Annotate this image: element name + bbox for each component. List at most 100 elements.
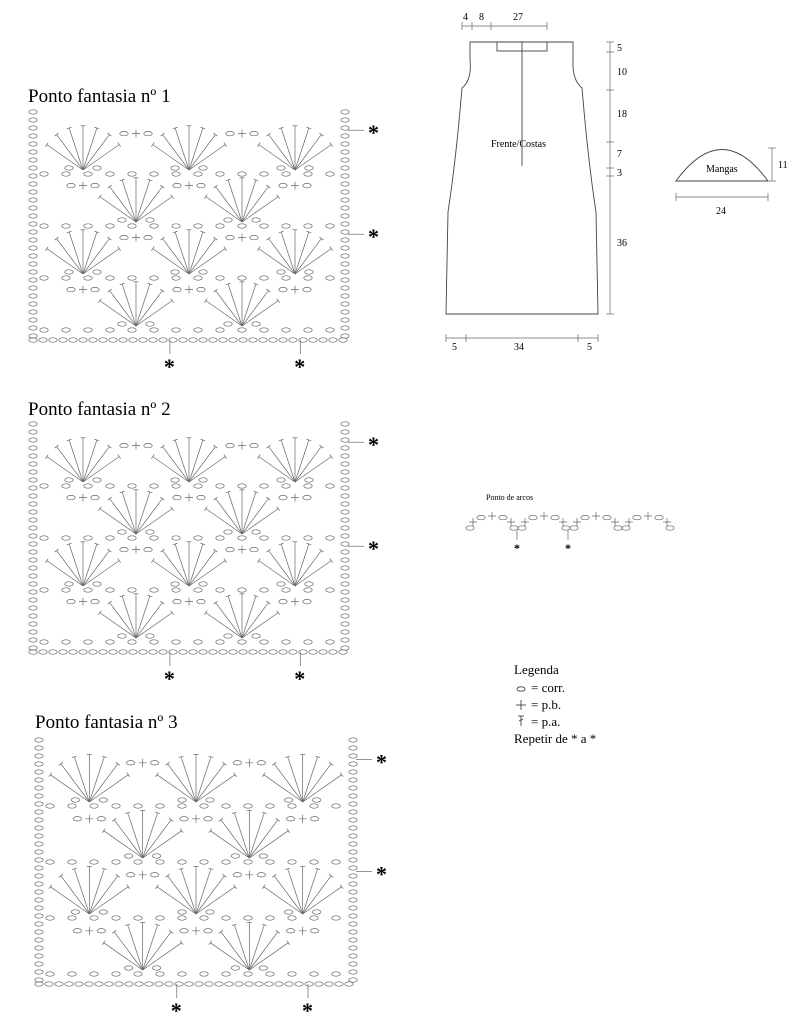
chain-stitch-icon [303,639,313,645]
chain-stitch-icon [340,421,350,427]
chain-stitch-icon [259,275,269,281]
chain-stitch-icon [34,849,44,855]
chain-stitch-icon [348,761,358,767]
single-crochet-icon [132,233,140,242]
chain-stitch-icon [243,859,253,865]
double-crochet-icon [174,127,190,171]
dim-bottom-5-left: 5 [452,342,457,353]
chain-stitch-icon [34,921,44,927]
double-crochet-icon [241,179,257,223]
chain-stitch-icon [98,337,108,343]
stitch-chart-3: **** [34,737,387,1023]
chain-stitch-icon [98,649,108,655]
chain-stitch-icon [303,223,313,229]
single-crochet-icon [291,181,299,190]
chain-stitch-icon [196,495,206,501]
chain-stitch-icon [232,872,242,878]
chain-stitch-icon [348,841,358,847]
chart-2-title: Ponto fantasia nº 2 [28,399,171,420]
chain-stitch-icon [284,909,294,915]
chain-stitch-icon [348,969,358,975]
double-crochet-icon [241,283,257,327]
chain-stitch-icon [28,325,38,331]
double-crochet-icon [82,127,98,171]
chain-stitch-icon [177,971,187,977]
chain-stitch-icon [259,639,269,645]
single-crochet-icon [644,512,652,520]
chain-stitch-icon [340,245,350,251]
chain-stitch-icon [348,873,358,879]
double-crochet-icon [135,508,173,535]
double-crochet-icon [302,868,318,915]
double-crochet-icon [46,144,84,171]
double-crochet-icon [294,446,322,483]
chain-stitch-icon [48,337,58,343]
chain-stitch-icon [287,971,297,977]
chain-stitch-icon [34,833,44,839]
double-crochet-icon [46,560,84,587]
double-crochet-icon [241,196,279,223]
chain-stitch-icon [90,599,100,605]
chain-stitch-icon [340,525,350,531]
double-crochet-icon [287,756,303,803]
double-crochet-icon [74,756,90,803]
double-crochet-icon [273,763,303,803]
chain-stitch-icon [243,971,253,977]
chain-stitch-icon [561,525,571,531]
chain-stitch-icon [287,859,297,865]
chain-stitch-icon [28,301,38,307]
chain-stitch-icon [145,321,155,327]
chain-stitch-icon [225,235,235,241]
double-crochet-icon [188,238,216,275]
chain-stitch-icon [83,483,93,489]
chain-stitch-icon [143,235,153,241]
double-crochet-icon [56,238,84,275]
chain-stitch-icon [621,525,631,531]
chain-stitch-icon [174,981,184,987]
chain-stitch-icon [28,253,38,259]
chain-stitch-icon [665,525,675,531]
chain-stitch-icon [177,797,187,803]
single-crochet-icon [185,493,193,502]
chain-stitch-icon [118,649,128,655]
chain-stitch-icon [325,275,335,281]
single-crochet-icon [79,181,87,190]
chain-stitch-icon [198,581,208,587]
double-crochet-icon [142,924,158,971]
dim-bottom-34: 34 [514,342,524,353]
chain-stitch-icon [145,217,155,223]
single-crochet-icon [592,512,600,520]
repeat-marker: * [171,998,182,1023]
chain-stitch-icon [264,981,274,987]
chain-stitch-icon [34,865,44,871]
chain-stitch-icon [61,223,71,229]
chain-stitch-icon [172,495,182,501]
double-crochet-icon [294,560,332,587]
chain-stitch-icon [348,881,358,887]
chain-stitch-icon [304,165,314,171]
chain-stitch-icon [198,649,208,655]
chain-stitch-icon [340,141,350,147]
stitch-chart-1: **** [28,109,379,379]
chain-stitch-icon [340,437,350,443]
dim-right-5: 5 [617,43,622,54]
chain-stitch-icon [340,109,350,115]
chain-stitch-icon [340,453,350,459]
chain-stitch-icon [34,857,44,863]
chain-stitch-icon [28,317,38,323]
single-crochet-icon [79,493,87,502]
double-crochet-icon [135,498,163,535]
double-crochet-icon [188,439,204,483]
chain-stitch-icon [92,269,102,275]
chain-stitch-icon [171,171,181,177]
chain-stitch-icon [348,945,358,951]
sleeve-label: Mangas [706,164,738,175]
double-crochet-icon [227,283,243,327]
chain-stitch-icon [28,597,38,603]
chain-stitch-icon [193,275,203,281]
chain-stitch-icon [194,981,204,987]
chain-stitch-icon [281,327,291,333]
chain-stitch-icon [88,337,98,343]
chain-stitch-icon [124,981,134,987]
